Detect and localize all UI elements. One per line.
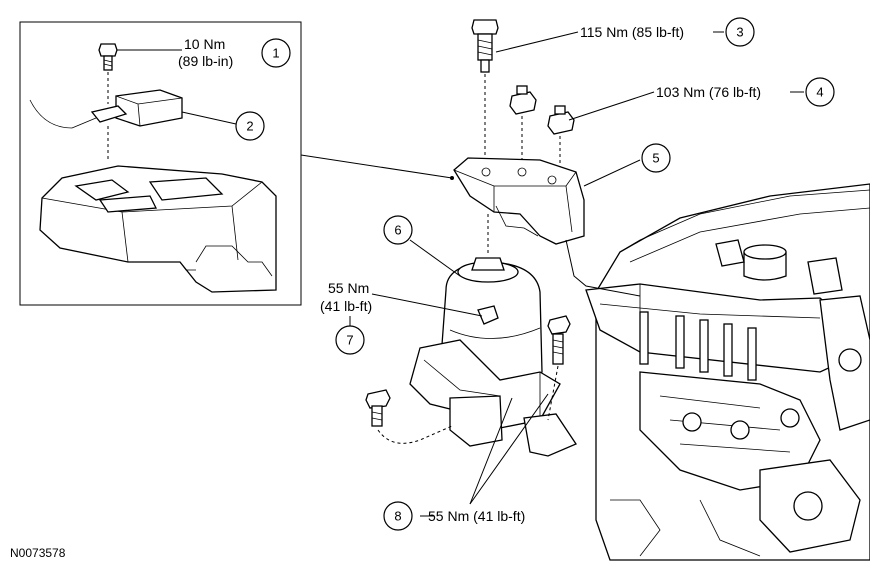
callout-5-number: 5 <box>652 151 659 166</box>
sensor-2 <box>29 89 183 162</box>
callout-7-torque: 55 Nm <box>328 280 369 296</box>
leader-3 <box>495 31 579 53</box>
callout-4-number: 4 <box>816 85 823 100</box>
callout-4-circle <box>805 77 835 107</box>
callout-3-number: 3 <box>736 25 743 40</box>
callout-1-circle <box>261 38 291 68</box>
callout-8-circle <box>383 501 413 531</box>
leader-4 <box>568 91 655 121</box>
mount-bracket-5 <box>453 157 585 256</box>
leader-8a <box>469 393 549 505</box>
callout-1-torque: 10 Nm <box>184 36 225 52</box>
callout-6-number: 6 <box>394 223 401 238</box>
callout-2-number: 2 <box>246 119 253 134</box>
detail-inset <box>19 21 302 306</box>
engine-mount-6 <box>409 257 577 457</box>
bolt-7 <box>365 389 453 444</box>
callout-6-circle <box>383 215 413 245</box>
engine-block <box>585 183 870 561</box>
inset-frame <box>19 21 302 306</box>
inset-leader-dot <box>450 176 454 180</box>
inset-bracket <box>39 165 277 293</box>
callout-1-number: 1 <box>272 46 279 61</box>
inset-leader <box>300 154 453 179</box>
callout-2-circle <box>235 111 265 141</box>
bolt-1 <box>98 43 118 104</box>
nut-4-left <box>509 85 537 168</box>
callout-1-torque-alt: (89 lb-in) <box>178 53 233 69</box>
callout-5-circle <box>641 143 671 173</box>
callout-3-circle <box>725 17 755 47</box>
leader-8b <box>469 397 513 505</box>
bracket-engine-link <box>565 239 641 297</box>
leader-5 <box>583 159 641 187</box>
bolt-8 <box>547 315 571 421</box>
bolt-3 <box>471 19 499 168</box>
leader-7 <box>371 293 483 317</box>
nut-4-right <box>547 105 575 178</box>
callout-4-torque: 103 Nm (76 lb-ft) <box>656 84 761 100</box>
callout-8-torque: 55 Nm (41 lb-ft) <box>428 508 525 524</box>
callout-7-number: 7 <box>346 333 353 348</box>
figure-id: N0073578 <box>10 546 66 560</box>
callout-3-torque: 115 Nm (85 lb-ft) <box>580 24 684 40</box>
callout-8-number: 8 <box>394 509 401 524</box>
callout-7-torque-alt: (41 lb-ft) <box>320 298 372 314</box>
leader-6 <box>409 239 461 277</box>
leader-2 <box>181 111 237 125</box>
